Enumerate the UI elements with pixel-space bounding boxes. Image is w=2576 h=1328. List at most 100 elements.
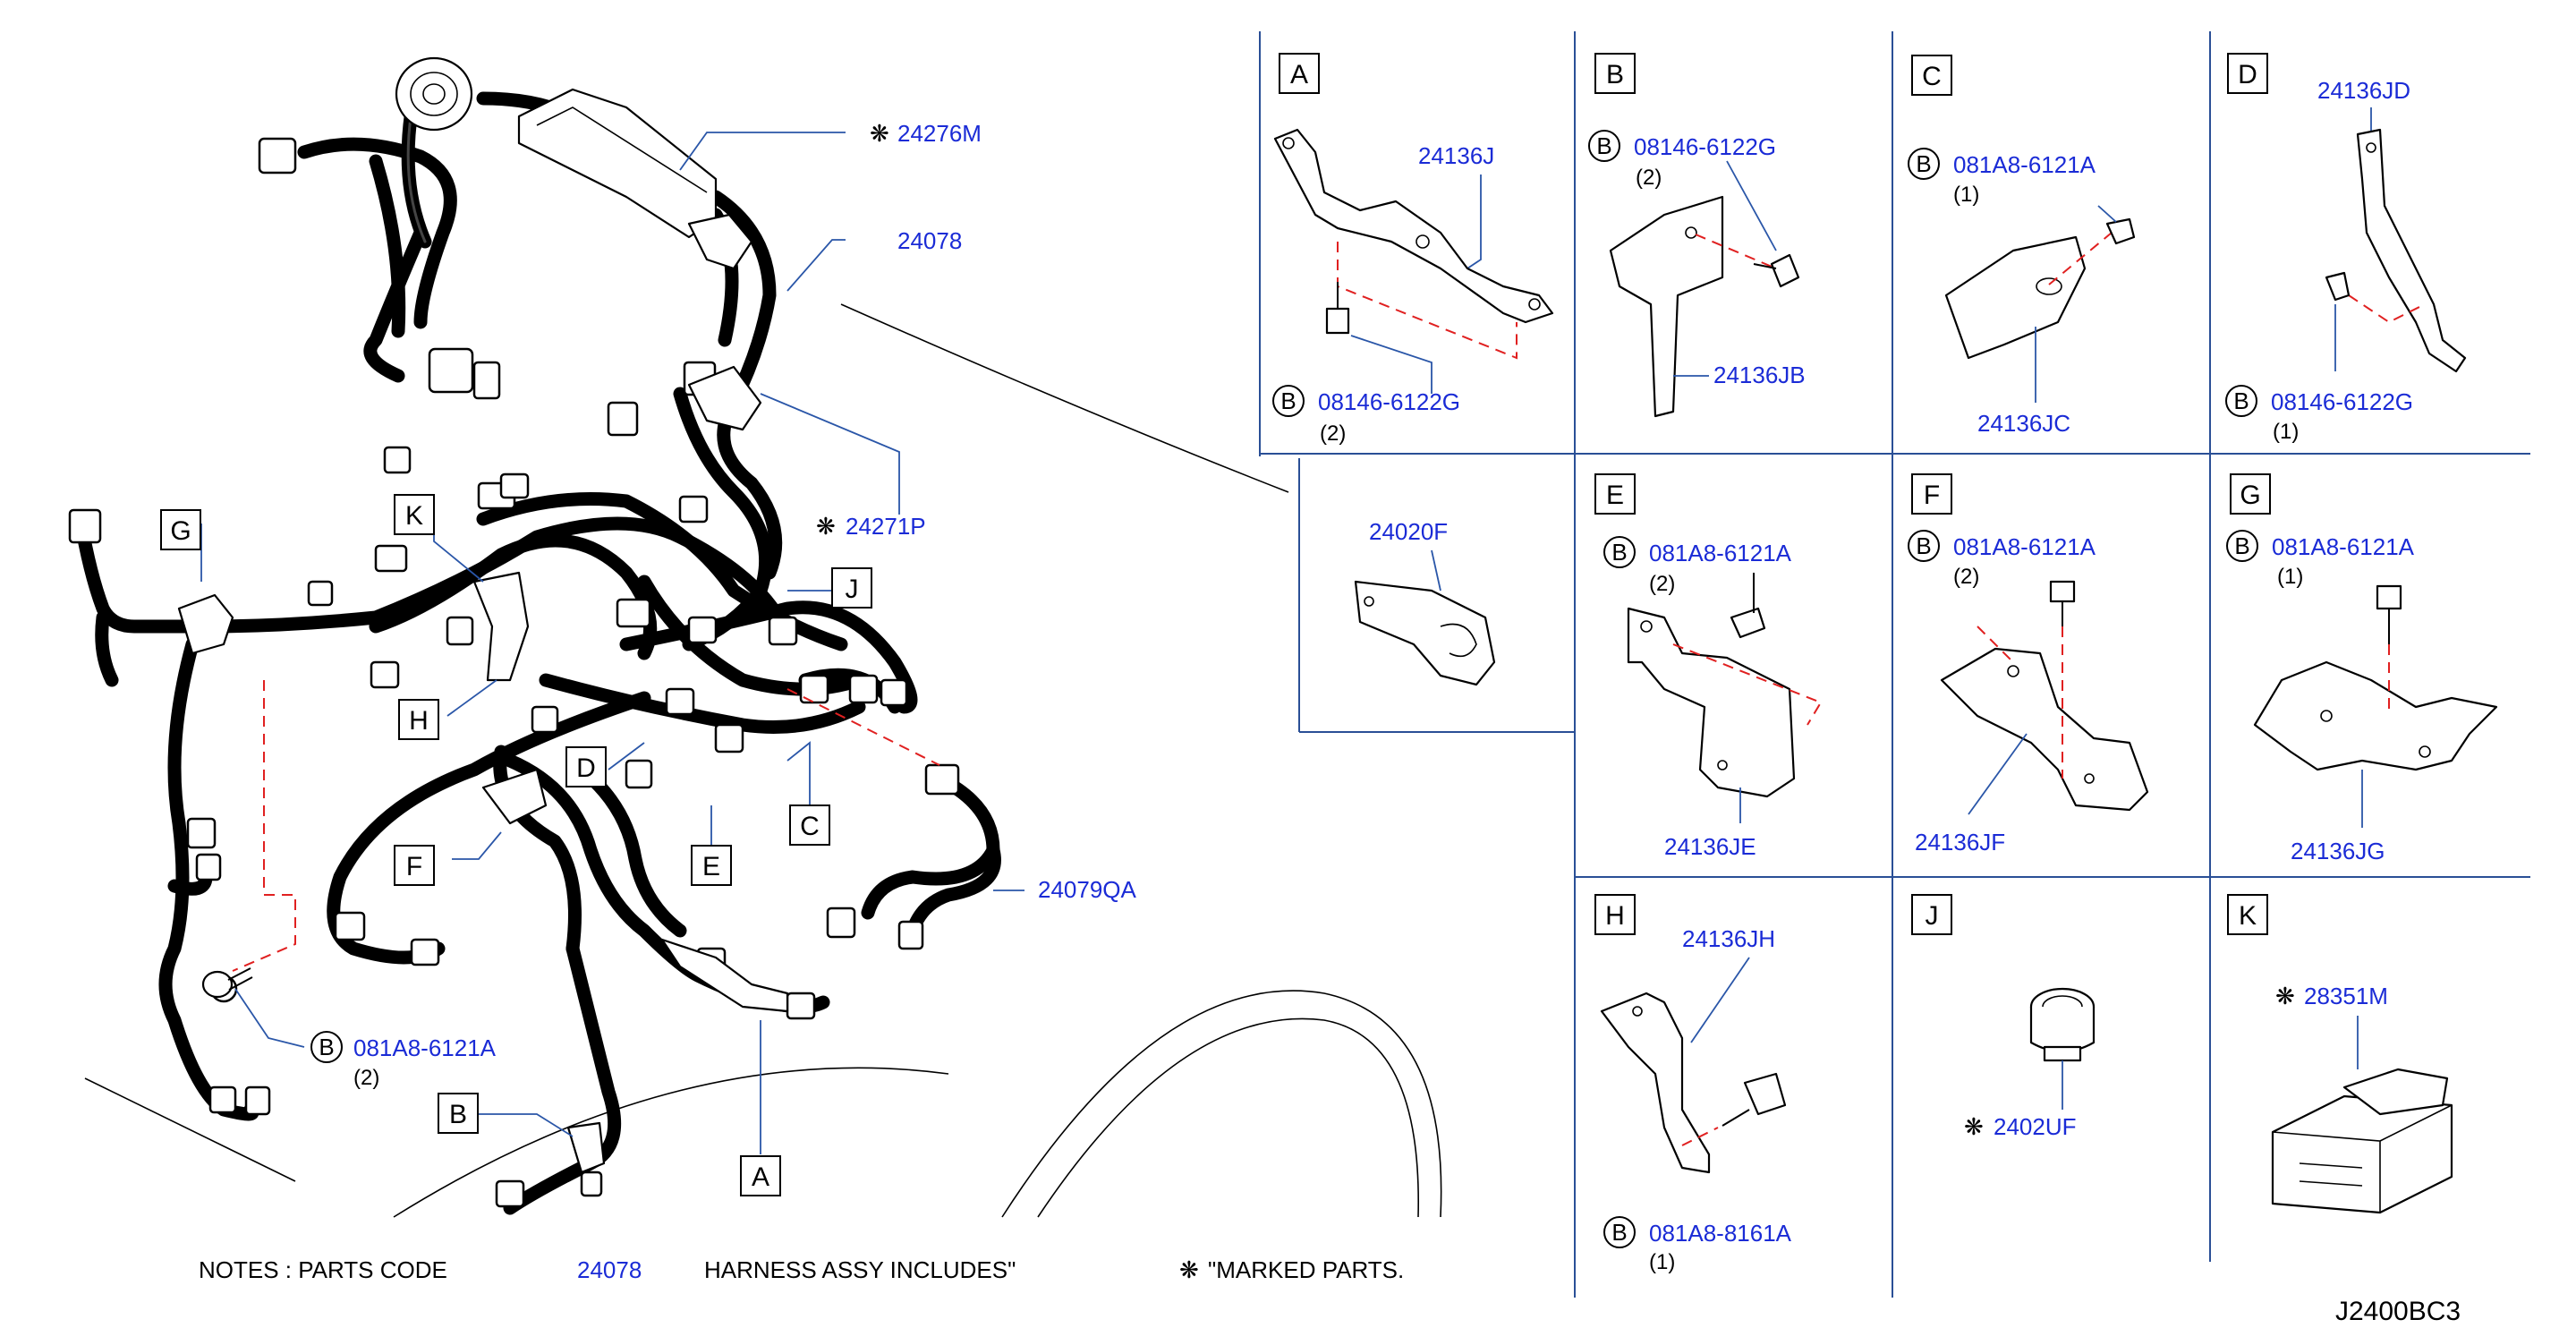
marked-symbol-24271p: ❋ <box>816 513 836 540</box>
panel-a-bolt-qty: (2) <box>1320 421 1346 446</box>
bracket-24136jg-icon <box>2253 660 2498 771</box>
panel-d-bracket-label: 24136JD <box>2317 77 2410 104</box>
panel-d-bolt-label: 08146-6122G <box>2271 388 2413 415</box>
panel-j: J ❋ 2402UF <box>1911 894 2096 1140</box>
panel-e-bracket-label: 24136JE <box>1664 833 1756 860</box>
notes-prefix: NOTES : PARTS CODE <box>199 1256 447 1283</box>
svg-text:J: J <box>846 575 859 604</box>
bracket-24136jf-icon <box>1940 647 2149 812</box>
svg-text:B: B <box>2233 387 2249 414</box>
bracket-24136jc-icon <box>1944 235 2087 360</box>
panel-g: G B 081A8-6121A (1) 24136JG <box>2226 473 2498 864</box>
main-callouts: ❋ 24276M 24078 ❋ 24271P 24079QA B 081A8-… <box>160 120 1137 1196</box>
main-bolt-callout: B 081A8-6121A (2) <box>310 1031 497 1090</box>
letter-box-e: E <box>691 845 732 886</box>
callout-main-bolt-qty: (2) <box>353 1066 379 1090</box>
panel-a-bracket-label: 24136J <box>1418 142 1494 169</box>
svg-text:J: J <box>1926 901 1939 931</box>
svg-text:F: F <box>406 852 422 881</box>
panel-a: A 24136J B 08146-6122G (2) <box>1272 53 1554 446</box>
svg-text:D: D <box>576 753 596 783</box>
panel-c: C B 081A8-6121A (1) 24136JC <box>1908 55 2136 437</box>
bracket-24136jb-icon <box>1609 195 1724 418</box>
panel-b: B B 08146-6122G (2) 24136JB <box>1588 53 1806 418</box>
svg-text:H: H <box>409 706 429 736</box>
notes-code: 24078 <box>577 1256 642 1283</box>
svg-text:K: K <box>2239 901 2257 931</box>
svg-text:B: B <box>449 1100 467 1129</box>
svg-text:E: E <box>1606 481 1624 510</box>
panel-f-bolt-qty: (2) <box>1953 565 1979 589</box>
svg-text:B: B <box>1916 532 1931 559</box>
svg-text:D: D <box>2238 60 2257 89</box>
clip-2402uf-icon <box>2029 987 2096 1062</box>
detail-panel-grid <box>1259 31 2530 1298</box>
callout-24079qa: 24079QA <box>1038 876 1137 903</box>
svg-text:B: B <box>1606 60 1624 89</box>
svg-text:❋: ❋ <box>1964 1113 1984 1140</box>
svg-text:K: K <box>405 501 423 531</box>
panel-h-bracket-label: 24136JH <box>1682 925 1775 952</box>
panel-h-bolt-qty: (1) <box>1649 1250 1675 1274</box>
callout-main-bolt: 081A8-6121A <box>353 1034 497 1061</box>
letter-box-a: A <box>740 1155 781 1196</box>
main-leaders <box>200 132 1024 1154</box>
panel-d-bolt-qty: (1) <box>2273 420 2299 444</box>
svg-text:A: A <box>1290 60 1308 89</box>
panel-k: K ❋ 28351M <box>2227 894 2453 1214</box>
panel-f-bracket-label: 24136JF <box>1915 829 2005 856</box>
letter-box-f: F <box>394 845 435 886</box>
fastener-dashed-lines <box>232 680 940 972</box>
panel-b-bracket-label: 24136JB <box>1713 362 1806 388</box>
panel-e-bolt-qty: (2) <box>1649 572 1675 596</box>
diagram-code: J2400BC3 <box>2335 1297 2461 1326</box>
panel-24020f: 24020F <box>1354 518 1496 686</box>
svg-text:B: B <box>1280 387 1296 414</box>
vehicle-body-outline <box>84 303 1442 1218</box>
panel-c-bracket-label: 24136JC <box>1977 410 2070 437</box>
letter-box-d: D <box>565 746 607 787</box>
notes-middle: HARNESS ASSY INCLUDES" <box>704 1256 1016 1283</box>
bracket-24136j-icon <box>1273 128 1554 324</box>
svg-text:G: G <box>2240 481 2260 510</box>
grommet <box>395 56 473 132</box>
bracket-24020f-icon <box>1354 580 1496 686</box>
svg-text:B: B <box>319 1034 334 1060</box>
panel-e-bolt-label: 081A8-6121A <box>1649 540 1792 566</box>
svg-text:E: E <box>702 852 720 881</box>
callout-24271p: 24271P <box>846 513 926 540</box>
letter-box-b: B <box>438 1093 479 1134</box>
bracket-24136jh-icon <box>1600 992 1711 1174</box>
panel-g-bolt-label: 081A8-6121A <box>2272 533 2415 560</box>
svg-text:B: B <box>1596 132 1611 159</box>
svg-text:C: C <box>1922 62 1942 91</box>
letter-box-k: K <box>394 494 435 535</box>
harness-protector-24276m <box>517 88 753 270</box>
panel-24020f-bracket-label: 24020F <box>1369 518 1448 545</box>
bracket-24136jd-icon <box>2356 128 2467 373</box>
svg-text:B: B <box>1916 150 1931 177</box>
harness-brackets <box>177 365 789 1174</box>
svg-text:H: H <box>1605 901 1625 931</box>
svg-text:C: C <box>800 812 820 841</box>
main-bolt-icon <box>201 967 253 999</box>
panel-g-bracket-label: 24136JG <box>2291 838 2385 864</box>
panel-h: H 24136JH B 081A8-8161A (1) <box>1594 894 1792 1274</box>
panel-h-bolt-label: 081A8-8161A <box>1649 1220 1792 1247</box>
panel-c-bolt-label: 081A8-6121A <box>1953 151 2096 178</box>
panel-b-bolt-qty: (2) <box>1636 166 1662 190</box>
panel-e: E B 081A8-6121A (2) 24136JE <box>1594 473 1823 860</box>
panel-b-bolt-label: 08146-6122G <box>1634 133 1776 160</box>
letter-box-j: J <box>831 567 872 609</box>
panel-f-bolt-label: 081A8-6121A <box>1953 533 2096 560</box>
svg-text:B: B <box>2234 532 2249 559</box>
callout-24078: 24078 <box>897 227 962 254</box>
letter-box-c: C <box>789 804 830 846</box>
panel-g-bolt-qty: (1) <box>2277 565 2303 589</box>
svg-text:F: F <box>1924 481 1940 510</box>
panel-k-box-label: 28351M <box>2304 983 2388 1009</box>
svg-text:B: B <box>1611 539 1627 566</box>
svg-text:G: G <box>170 516 191 546</box>
marked-symbol-24276m: ❋ <box>870 120 889 147</box>
